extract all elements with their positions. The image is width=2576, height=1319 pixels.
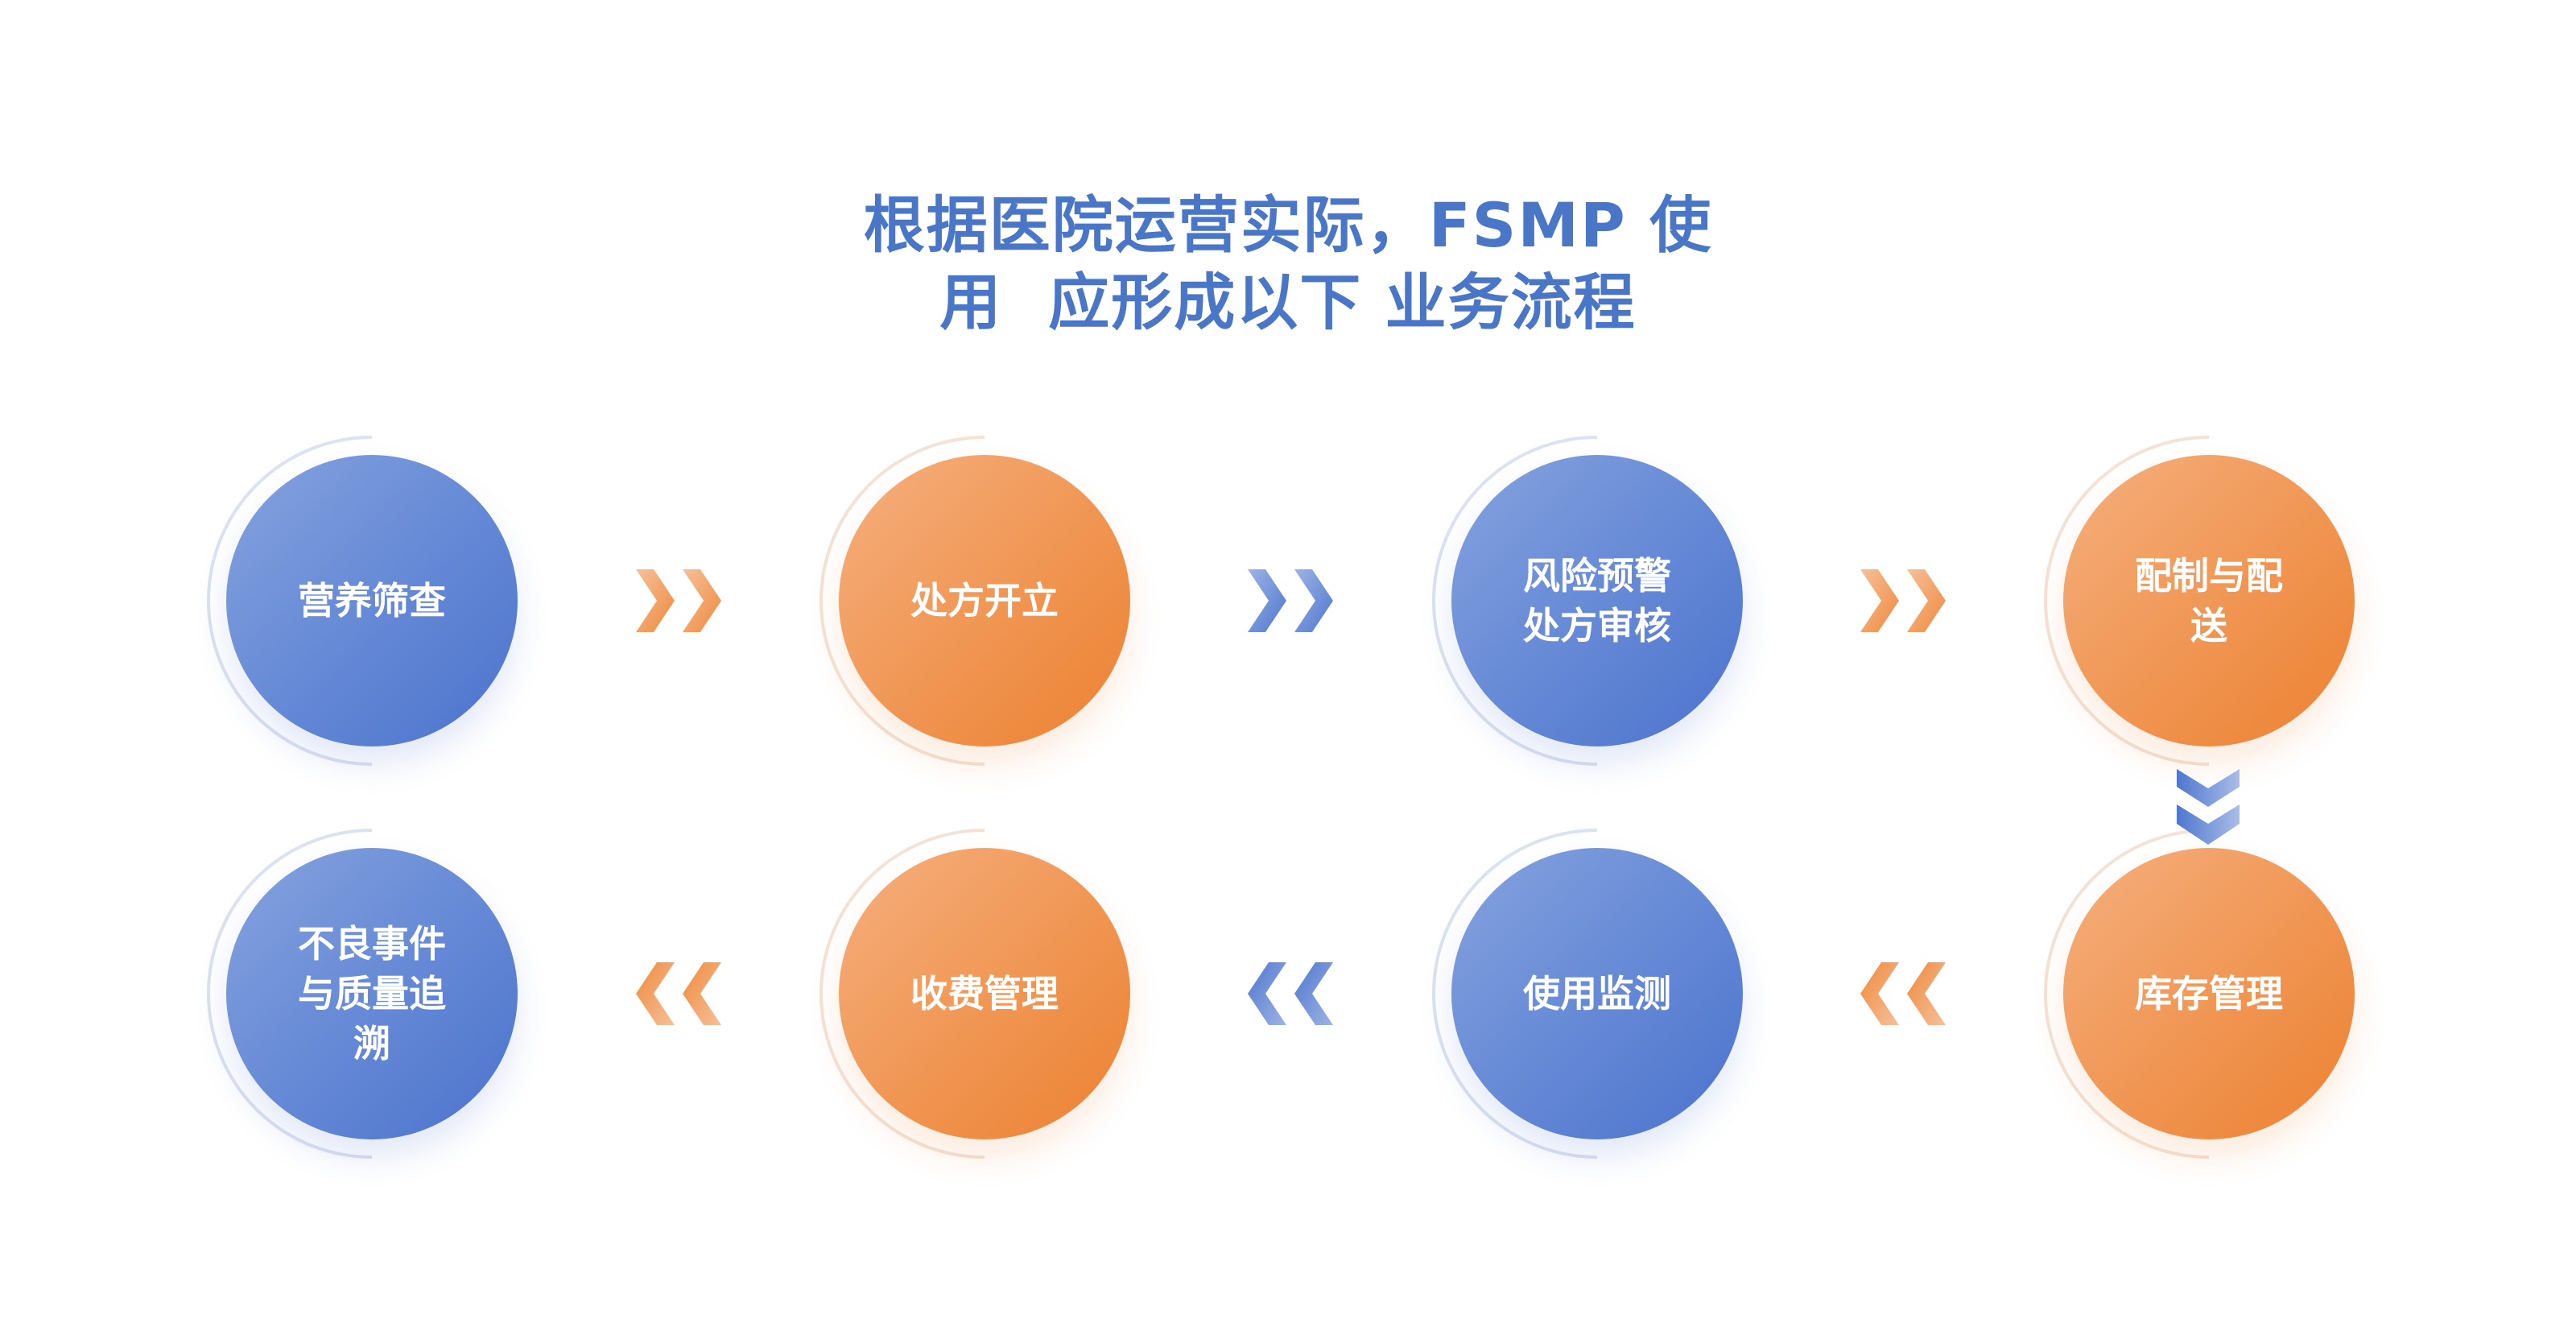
step-label-line: 不良事件 — [298, 922, 446, 965]
step-inventory-management[interactable]: 库存管理 — [2063, 848, 2355, 1139]
double-chevron-left-icon — [1860, 962, 1946, 1025]
step-label-line: 配制与配 — [2135, 554, 2283, 597]
step-label: 使用监测 — [1523, 972, 1671, 1015]
step-compounding-delivery[interactable]: 配制与配 送 — [2063, 455, 2355, 746]
step-usage-monitoring[interactable]: 使用监测 — [1451, 848, 1743, 1139]
step-prescription-issuing[interactable]: 处方开立 — [839, 455, 1130, 746]
double-chevron-down-icon — [2177, 769, 2240, 845]
step-risk-warning-review[interactable]: 风险预警 处方审核 — [1451, 455, 1743, 746]
double-chevron-left-icon — [636, 962, 721, 1025]
page-title: 根据医院运营实际，FSMP 使 用 应形成以下 业务流程 — [0, 187, 2576, 341]
step-adverse-event-traceability[interactable]: 不良事件 与质量追 溯 — [226, 848, 518, 1139]
step-label: 营养筛查 — [298, 579, 446, 622]
title-line-2: 用 应形成以下 业务流程 — [939, 267, 1637, 338]
double-chevron-right-icon — [1248, 569, 1333, 632]
step-label-line: 溯 — [353, 1022, 390, 1065]
step-label-line: 与质量追 — [298, 972, 446, 1015]
step-label: 收费管理 — [910, 972, 1059, 1015]
step-nutrition-screening[interactable]: 营养筛查 — [226, 455, 518, 746]
step-billing-management[interactable]: 收费管理 — [839, 848, 1130, 1139]
step-label-line: 送 — [2190, 604, 2227, 647]
double-chevron-left-icon — [1248, 962, 1333, 1025]
double-chevron-right-icon — [636, 569, 721, 632]
double-chevron-right-icon — [1860, 569, 1946, 632]
step-label-line: 风险预警 — [1523, 554, 1671, 597]
step-label-line: 处方审核 — [1523, 604, 1671, 647]
step-label: 处方开立 — [910, 579, 1059, 622]
title-line-1: 根据医院运营实际，FSMP 使 — [863, 189, 1713, 261]
step-label: 库存管理 — [2135, 972, 2283, 1015]
